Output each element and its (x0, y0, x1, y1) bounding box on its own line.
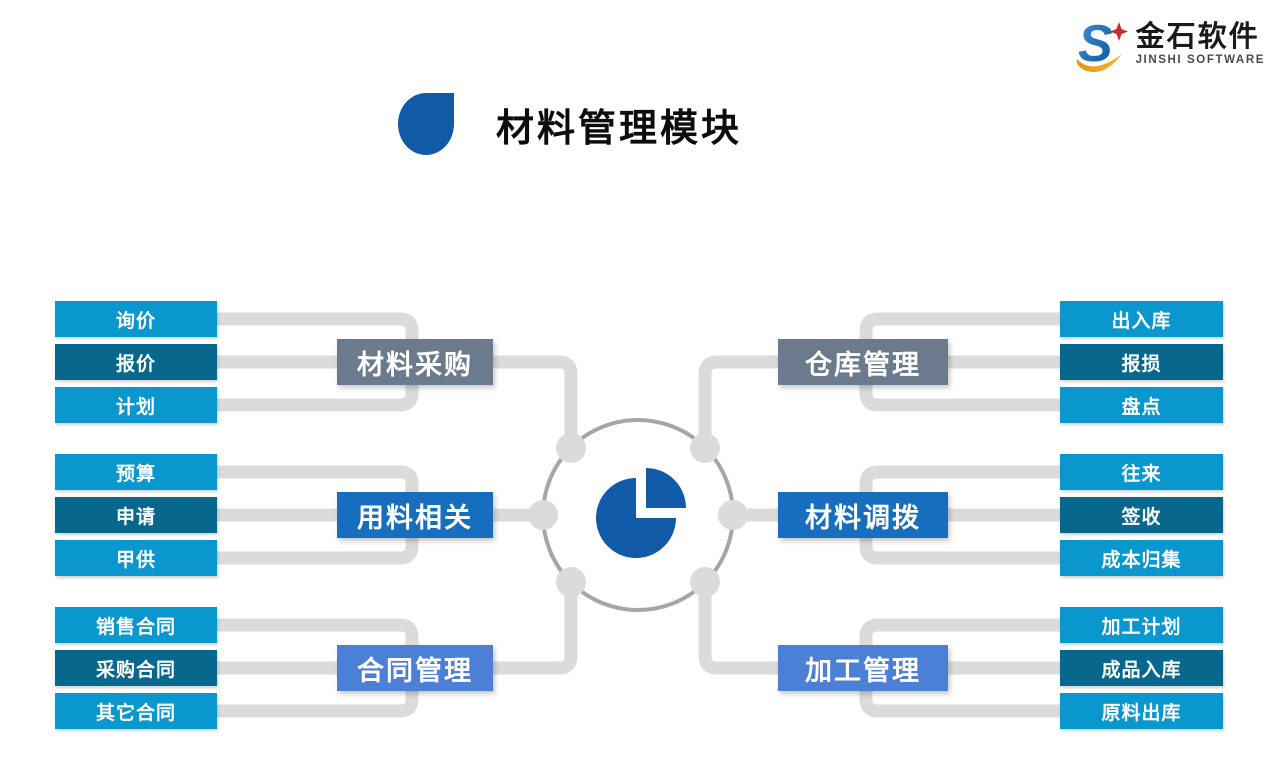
pie-chart-icon (596, 468, 686, 558)
branch-item: 预算 (55, 454, 217, 490)
drop-icon (398, 93, 454, 155)
branch-item: 销售合同 (55, 607, 217, 643)
logo-name-en: JINSHI SOFTWARE (1135, 54, 1265, 67)
branch-item: 往来 (1060, 454, 1223, 490)
group-label-material-purchase: 材料采购 (337, 339, 493, 385)
logo-name-cn: 金石软件 (1135, 20, 1260, 53)
svg-text:S: S (1078, 15, 1113, 73)
logo: S 金石软件 JINSHI SOFTWARE (1072, 14, 1265, 74)
connector-lines (217, 312, 1060, 718)
branch-item: 出入库 (1060, 301, 1223, 337)
branch-item: 报损 (1060, 344, 1223, 380)
title-block: 材料管理模块 (398, 93, 742, 155)
group-label-warehouse-management: 仓库管理 (778, 339, 948, 385)
branch-item: 报价 (55, 344, 217, 380)
hub-dots (528, 433, 748, 597)
group-label-processing-management: 加工管理 (778, 645, 948, 691)
branch-item: 成品入库 (1060, 650, 1223, 686)
branch-item: 成本归集 (1060, 540, 1223, 576)
jinshi-logo-icon: S (1076, 15, 1128, 73)
branch-item: 加工计划 (1060, 607, 1223, 643)
branch-item: 计划 (55, 387, 217, 423)
branch-item: 原料出库 (1060, 693, 1223, 729)
page-title: 材料管理模块 (496, 107, 743, 150)
branch-item: 申请 (55, 497, 217, 533)
group-label-material-usage: 用料相关 (337, 492, 493, 538)
branch-item: 盘点 (1060, 387, 1223, 423)
branch-item: 采购合同 (55, 650, 217, 686)
branch-item: 询价 (55, 301, 217, 337)
group-label-material-transfer: 材料调拨 (778, 492, 948, 538)
group-label-contract-management: 合同管理 (337, 645, 493, 691)
branch-item: 签收 (1060, 497, 1223, 533)
branch-item: 其它合同 (55, 693, 217, 729)
branch-item: 甲供 (55, 540, 217, 576)
